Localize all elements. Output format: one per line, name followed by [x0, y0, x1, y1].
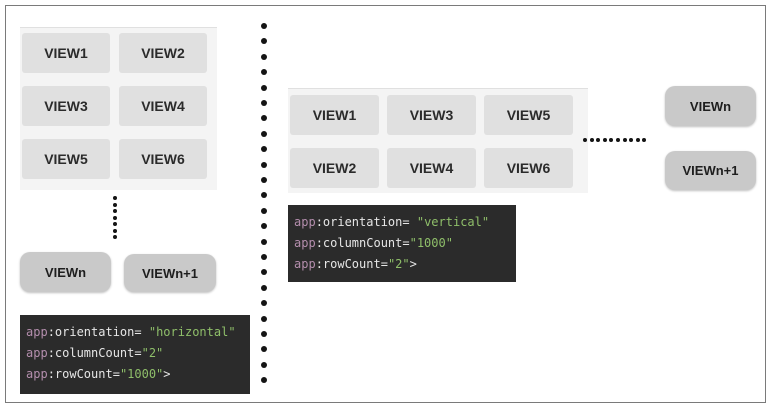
- left-view-n: VIEWn: [20, 252, 111, 292]
- right-view-n1: VIEWn+1: [665, 151, 756, 190]
- dot: [261, 361, 267, 368]
- left-view-n1: VIEWn+1: [124, 254, 216, 292]
- dot: [113, 228, 117, 233]
- dot: [589, 138, 594, 142]
- right-code-line-3: app:rowCount="2">: [294, 257, 417, 271]
- dot: [261, 130, 267, 137]
- left-cell-1: VIEW1: [22, 33, 110, 73]
- left-code-line-3: app:rowCount="1000">: [26, 367, 171, 381]
- right-grid-panel: VIEW1 VIEW3 VIEW5 VIEW2 VIEW4 VIEW6: [288, 88, 588, 193]
- right-cell-1: VIEW1: [290, 95, 379, 135]
- dot: [261, 315, 267, 322]
- right-cell-3: VIEW5: [484, 95, 573, 135]
- dot: [635, 138, 640, 142]
- dot: [261, 238, 267, 245]
- left-cell-2: VIEW2: [119, 33, 207, 73]
- dot: [261, 100, 267, 106]
- dot: [113, 196, 117, 200]
- dot: [261, 161, 267, 168]
- left-code-line-2: app:columnCount="2": [26, 346, 164, 360]
- right-code-line-1: app:orientation= "vertical": [294, 215, 490, 229]
- dot: [622, 138, 627, 142]
- dot: [261, 346, 267, 353]
- dot: [113, 215, 117, 220]
- left-cell-6: VIEW6: [119, 139, 207, 179]
- dot: [261, 53, 267, 60]
- dot: [602, 138, 607, 142]
- dot: [616, 138, 620, 142]
- left-cell-4: VIEW4: [119, 86, 207, 126]
- right-view-n: VIEWn: [665, 86, 756, 126]
- dot: [261, 223, 267, 230]
- diagram-frame: [5, 5, 766, 403]
- right-cell-5: VIEW4: [387, 148, 476, 188]
- dot: [261, 84, 267, 91]
- dot: [261, 300, 267, 307]
- left-code-block: app:orientation= "horizontal" app:column…: [20, 315, 250, 394]
- dot: [261, 177, 267, 183]
- right-code-block: app:orientation= "vertical" app:columnCo…: [288, 205, 516, 282]
- dot: [596, 138, 601, 142]
- dot: [261, 146, 267, 153]
- dot: [261, 69, 267, 76]
- right-cell-4: VIEW2: [290, 148, 379, 188]
- right-code-line-2: app:columnCount="1000": [294, 236, 453, 250]
- left-cell-3: VIEW3: [22, 86, 110, 126]
- dot: [629, 138, 634, 142]
- left-grid-panel: VIEW1 VIEW2 VIEW3 VIEW4 VIEW5 VIEW6: [20, 27, 217, 190]
- left-code-line-1: app:orientation= "horizontal": [26, 325, 236, 339]
- dot: [261, 192, 267, 199]
- dot: [583, 138, 587, 142]
- dot: [261, 284, 267, 291]
- dot: [113, 202, 117, 207]
- dot: [261, 254, 267, 260]
- dot: [113, 235, 117, 239]
- dot: [261, 38, 267, 45]
- dot: [642, 138, 647, 142]
- dot: [261, 23, 267, 29]
- right-cell-2: VIEW3: [387, 95, 476, 135]
- dot: [261, 115, 267, 122]
- dot: [261, 207, 267, 214]
- dot: [113, 209, 117, 213]
- dot: [261, 331, 267, 337]
- right-cell-6: VIEW6: [484, 148, 573, 188]
- dot: [261, 269, 267, 276]
- dot: [113, 222, 117, 226]
- dot: [261, 377, 267, 384]
- left-cell-5: VIEW5: [22, 139, 110, 179]
- dot: [609, 138, 614, 142]
